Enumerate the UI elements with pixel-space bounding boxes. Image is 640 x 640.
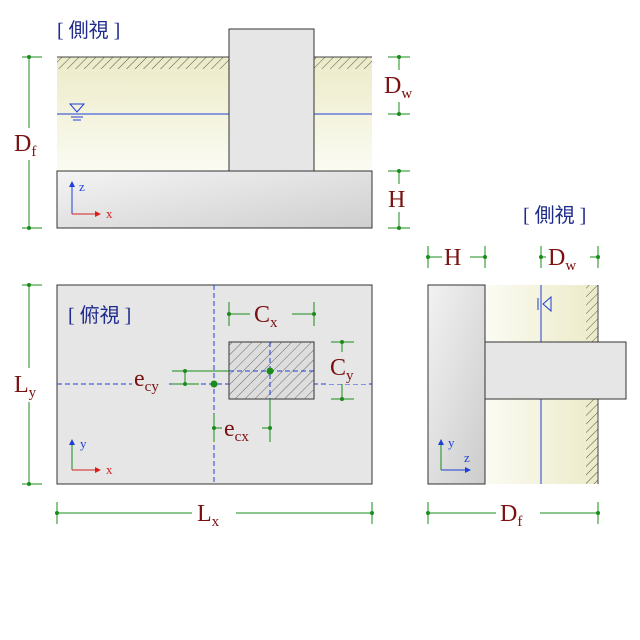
view-label-side-1: [ 側視 ] <box>57 19 120 42</box>
side-view-top: [ 側視 ] z x Df <box>10 19 424 230</box>
label-h-2: H <box>444 245 461 271</box>
ground-hatch-upper <box>586 285 598 342</box>
x-axis-label: x <box>106 206 113 221</box>
footing-slab-side <box>56 170 373 229</box>
ground-hatch-right <box>314 57 372 69</box>
side-view-right: [ 側視 ] y z H <box>426 204 627 530</box>
footing-slab-side-right <box>427 284 486 485</box>
label-dw-2: Dw <box>548 245 576 274</box>
y-axis-label-right: y <box>448 435 455 450</box>
label-lx: Lx <box>197 501 220 530</box>
z-axis-label: z <box>79 179 85 194</box>
label-df-2: Df <box>500 501 522 530</box>
top-view: [ 俯視 ] Cx Cy ecy <box>12 283 374 532</box>
z-axis-label-right: z <box>464 450 470 465</box>
column-side <box>228 28 315 172</box>
x-axis-label-top-view: x <box>106 462 113 477</box>
view-label-side-2: [ 側視 ] <box>523 204 586 227</box>
label-dw: Dw <box>384 73 412 102</box>
ground-hatch-left <box>57 57 229 69</box>
label-cx: Cx <box>254 302 278 331</box>
label-ly: Ly <box>14 372 37 401</box>
label-ecx: ecx <box>224 416 249 445</box>
label-df: Df <box>14 131 36 160</box>
column-side-right <box>484 341 627 400</box>
label-cy: Cy <box>330 355 354 384</box>
footing-center-point <box>210 380 218 388</box>
label-ecy: ecy <box>134 366 159 395</box>
water-table-icon-right <box>537 295 552 313</box>
view-label-top: [ 俯視 ] <box>68 304 131 327</box>
label-h-1: H <box>388 187 405 213</box>
y-axis-label: y <box>80 436 87 451</box>
ground-hatch-lower <box>586 399 598 484</box>
water-table-icon <box>68 103 86 121</box>
column-center-point <box>266 367 274 375</box>
